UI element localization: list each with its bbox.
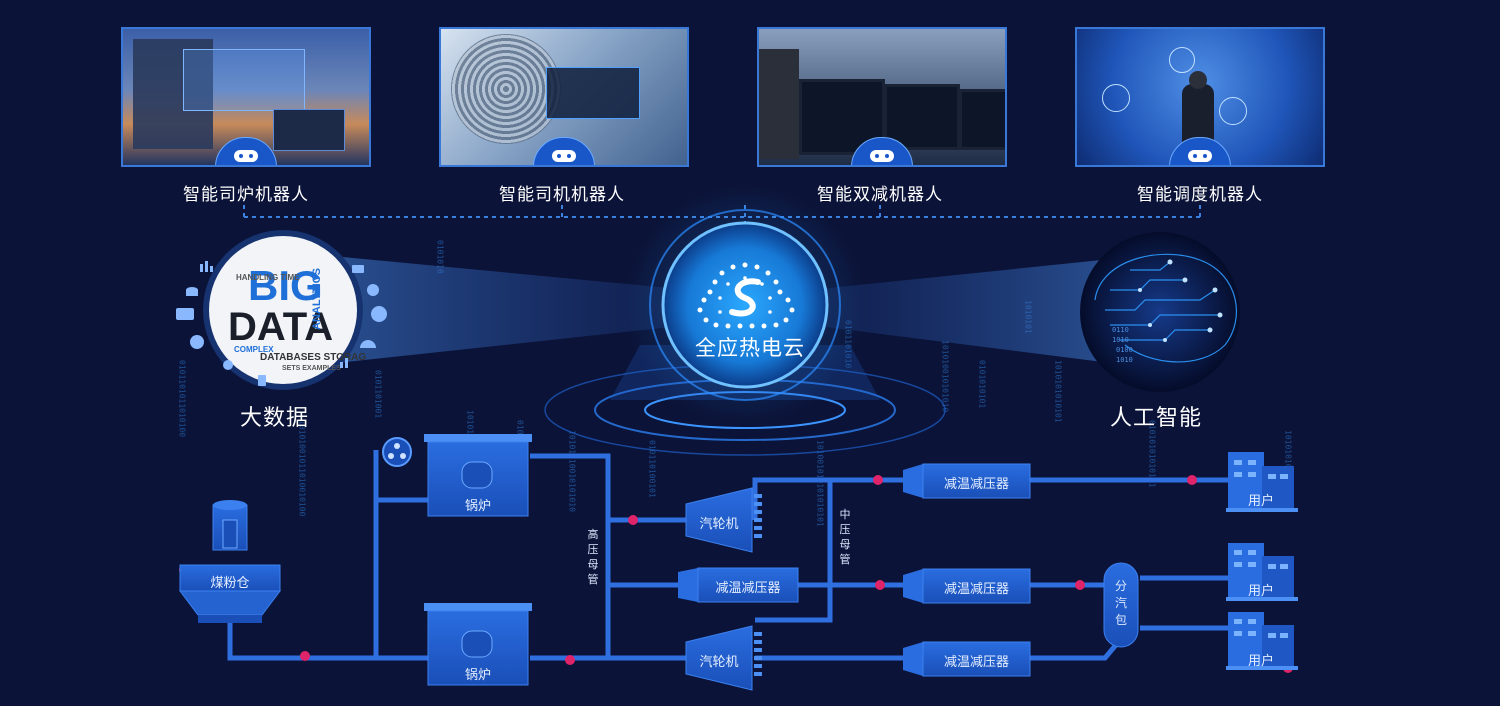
- turbine-top: [685, 487, 762, 553]
- robot-label-4: 智能调度机器人: [1137, 185, 1263, 205]
- fan-icon: [382, 437, 412, 467]
- user-label-2: 用户: [1247, 584, 1274, 599]
- reducer-bottom: [903, 641, 1031, 677]
- svg-text:010110100101: 010110100101: [648, 440, 657, 498]
- word-data: DATA: [228, 305, 333, 349]
- hp-bus-label: 高压母管: [587, 528, 599, 586]
- svg-text:ANALYTICS: ANALYTICS: [311, 268, 323, 330]
- left-beam: [290, 252, 690, 368]
- svg-text:0101010101: 0101010101: [978, 360, 987, 408]
- robot-label-1: 智能司炉机器人: [183, 185, 309, 205]
- big-data-title: 大数据: [240, 406, 310, 431]
- turbine-top-label: 汽轮机: [699, 517, 739, 532]
- user-label-3: 用户: [1247, 654, 1274, 669]
- svg-text:1010: 1010: [1112, 336, 1129, 344]
- svg-text:SETS EXAMPLES: SETS EXAMPLES: [282, 365, 341, 372]
- cloud-core: [661, 221, 829, 389]
- robot-card-dispatch[interactable]: [1075, 27, 1325, 167]
- robot-card-boiler[interactable]: [121, 27, 371, 167]
- svg-text:HANDLING TIME: HANDLING TIME: [236, 273, 300, 282]
- coal-silo: [179, 500, 281, 623]
- reducer-mid-left: [678, 567, 799, 603]
- svg-text:COMPLEX: COMPLEX: [234, 345, 274, 354]
- ai-title: 人工智能: [1110, 406, 1203, 431]
- right-beam: [810, 255, 1150, 368]
- robot-connector: [243, 205, 1201, 250]
- svg-text:0100: 0100: [1116, 346, 1133, 354]
- svg-text:10101001011010010100: 10101001011010010100: [298, 420, 307, 517]
- control-room-photo: [759, 29, 1005, 165]
- boiler-top-label: 锅炉: [464, 499, 491, 514]
- reducer-top-label: 减温减压器: [943, 477, 1009, 492]
- turbine-bottom: [685, 625, 762, 691]
- user-building-1: [1226, 452, 1298, 512]
- svg-text:0101101001: 0101101001: [374, 370, 383, 418]
- turbine-bottom-label: 汽轮机: [699, 655, 739, 670]
- svg-text:01010101010101: 01010101010101: [1148, 420, 1157, 488]
- reducer-mid: [903, 568, 1031, 604]
- steam-splitter: [1103, 562, 1139, 648]
- svg-text:0101010: 0101010: [436, 240, 445, 274]
- reducer-top: [903, 463, 1031, 499]
- robot-label-2: 智能司机机器人: [499, 185, 625, 205]
- svg-text:101010010101010: 101010010101010: [941, 340, 950, 412]
- mp-bus-label: 中压母管: [839, 508, 851, 566]
- svg-text:0110: 0110: [1112, 326, 1129, 334]
- robot-label-3: 智能双减机器人: [817, 185, 943, 205]
- user-building-2: [1226, 543, 1298, 601]
- svg-text:10101010010101010: 10101010010101010: [568, 430, 577, 512]
- svg-text:DATABASES STORAG: DATABASES STORAG: [260, 352, 366, 363]
- splitter-label: 分汽包: [1114, 579, 1127, 627]
- svg-text:0101101011010100: 0101101011010100: [178, 360, 187, 437]
- robot-card-turbine[interactable]: [439, 27, 689, 167]
- ai-brain: [1080, 232, 1240, 392]
- svg-text:1010: 1010: [1116, 356, 1133, 364]
- user-building-3: [1226, 612, 1298, 670]
- big-data-circle: [209, 236, 357, 384]
- robot-card-reducer[interactable]: [757, 27, 1007, 167]
- reducer-bottom-label: 减温减压器: [943, 655, 1009, 670]
- svg-text:101010101010: 101010101010: [1284, 430, 1293, 488]
- data-icons: [176, 261, 387, 386]
- boiler-bottom: [424, 603, 532, 686]
- cloud-s-logo: [697, 262, 795, 329]
- cloud-title: 全应热电云: [695, 336, 805, 360]
- reducer-mid-left-label: 减温减压器: [715, 581, 781, 596]
- svg-text:1010101010101: 1010101010101: [1054, 360, 1063, 423]
- silo-label: 煤粉仓: [210, 576, 250, 591]
- reducer-mid-label: 减温减压器: [943, 582, 1009, 597]
- svg-text:101001010101010101: 101001010101010101: [816, 440, 825, 527]
- word-big: BIG: [248, 262, 323, 309]
- boiler-bottom-label: 锅炉: [464, 668, 491, 683]
- boiler-top: [424, 434, 532, 517]
- user-label-1: 用户: [1247, 494, 1274, 509]
